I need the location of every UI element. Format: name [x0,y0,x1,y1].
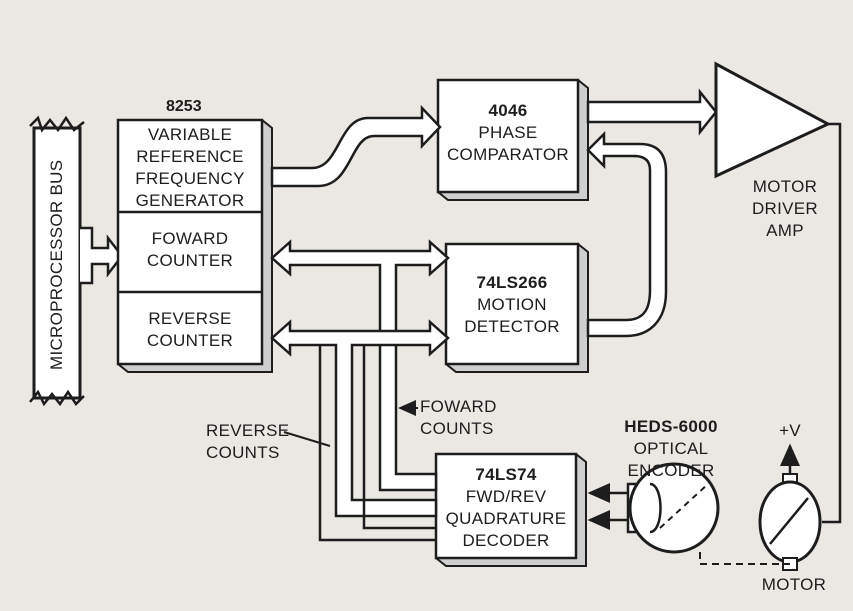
block-8253 [116,118,273,373]
chip-4046-label: 4046 [488,101,528,120]
reverse-counts-pointer [283,431,331,447]
generator-line-3: FREQUENCY [135,169,245,188]
chip-74ls74-label: 74LS74 [475,465,537,484]
generator-line-1: VARIABLE [147,125,233,144]
motion-detector-label: 74LS266 MOTION DETECTOR [446,272,578,338]
block-phase-comparator [436,78,589,201]
reverse-counts-label: REVERSE COUNTS [206,420,296,464]
motor-driver-label: MOTOR DRIVER AMP [740,176,830,242]
reverse-counter-label: REVERSE COUNTER [118,308,262,352]
forward-counter-label: FOWARD COUNTER [118,228,262,272]
supply-text: +V [779,421,801,440]
phase-comparator-label: 4046 PHASE COMPARATOR [438,100,578,166]
motor [758,443,822,571]
decoder-line-3: DECODER [462,531,550,550]
reverse-counter-line-1: REVERSE [148,309,232,328]
motor-supply-label: +V [766,420,814,442]
quadrature-decoder-label: 74LS74 FWD/REV QUADRATURE DECODER [436,464,576,552]
driver-to-motor-line [822,122,842,524]
bus-label-text: MICROPROCESSOR BUS [47,159,66,370]
forward-counts-line-2: COUNTS [420,419,494,438]
generator-line-4: GENERATOR [135,191,245,210]
forward-counter-bus-arrow [270,239,450,492]
motor-driver-line-1: MOTOR [752,177,818,196]
motion-detector-line-2: DETECTOR [464,317,560,336]
motor-text: MOTOR [761,575,827,594]
microprocessor-bus [29,115,85,407]
motion-detector-line-1: MOTION [477,295,547,314]
generator-line-2: REFERENCE [136,147,244,166]
generator-to-comparator-arrow [270,104,442,188]
forward-counts-label: FOWARD COUNTS [420,396,510,440]
bus-to-counters-arrow [80,226,124,285]
encoder-line-1: OPTICAL [633,439,709,458]
optical-encoder-label: HEDS-6000 OPTICAL ENCODER [606,416,736,482]
forward-counter-line-1: FOWARD [151,229,229,248]
reverse-counter-line-2: COUNTER [146,331,234,350]
chip-8253-label: 8253 [166,98,202,115]
reverse-counts-line-2: COUNTS [206,443,280,462]
decoder-line-2: QUADRATURE [445,509,567,528]
reverse-counts-line-1: REVERSE [206,421,290,440]
generator-label: VARIABLE REFERENCE FREQUENCY GENERATOR [118,124,262,212]
reverse-lane-inner-line [362,345,436,530]
encoder-line-2: ENCODER [627,461,715,480]
block-motion-detector [444,242,589,373]
forward-counter-line-2: COUNTER [146,251,234,270]
mechanical-coupling-line [699,552,790,565]
microprocessor-bus-label: MICROPROCESSOR BUS [46,160,68,370]
comparator-to-driver-arrow [586,88,718,136]
forward-counts-line-1: FOWARD [420,397,497,416]
motor-driver-line-3: AMP [766,221,804,240]
chip-74ls266-label: 74LS266 [476,273,548,292]
block-quadrature-decoder [434,452,587,567]
detector-to-comparator-arrow [586,130,668,338]
phase-comparator-line-1: PHASE [478,123,538,142]
decoder-line-1: FWD/REV [465,487,547,506]
reverse-lane-outer-line [318,345,436,542]
phase-comparator-line-2: COMPARATOR [446,145,569,164]
chip-heds-6000-label: HEDS-6000 [624,417,718,436]
motor-driver-amp-triangle [714,61,832,179]
optical-encoder [587,462,720,554]
motor-driver-line-2: DRIVER [751,199,819,218]
motor-label: MOTOR [754,574,834,596]
